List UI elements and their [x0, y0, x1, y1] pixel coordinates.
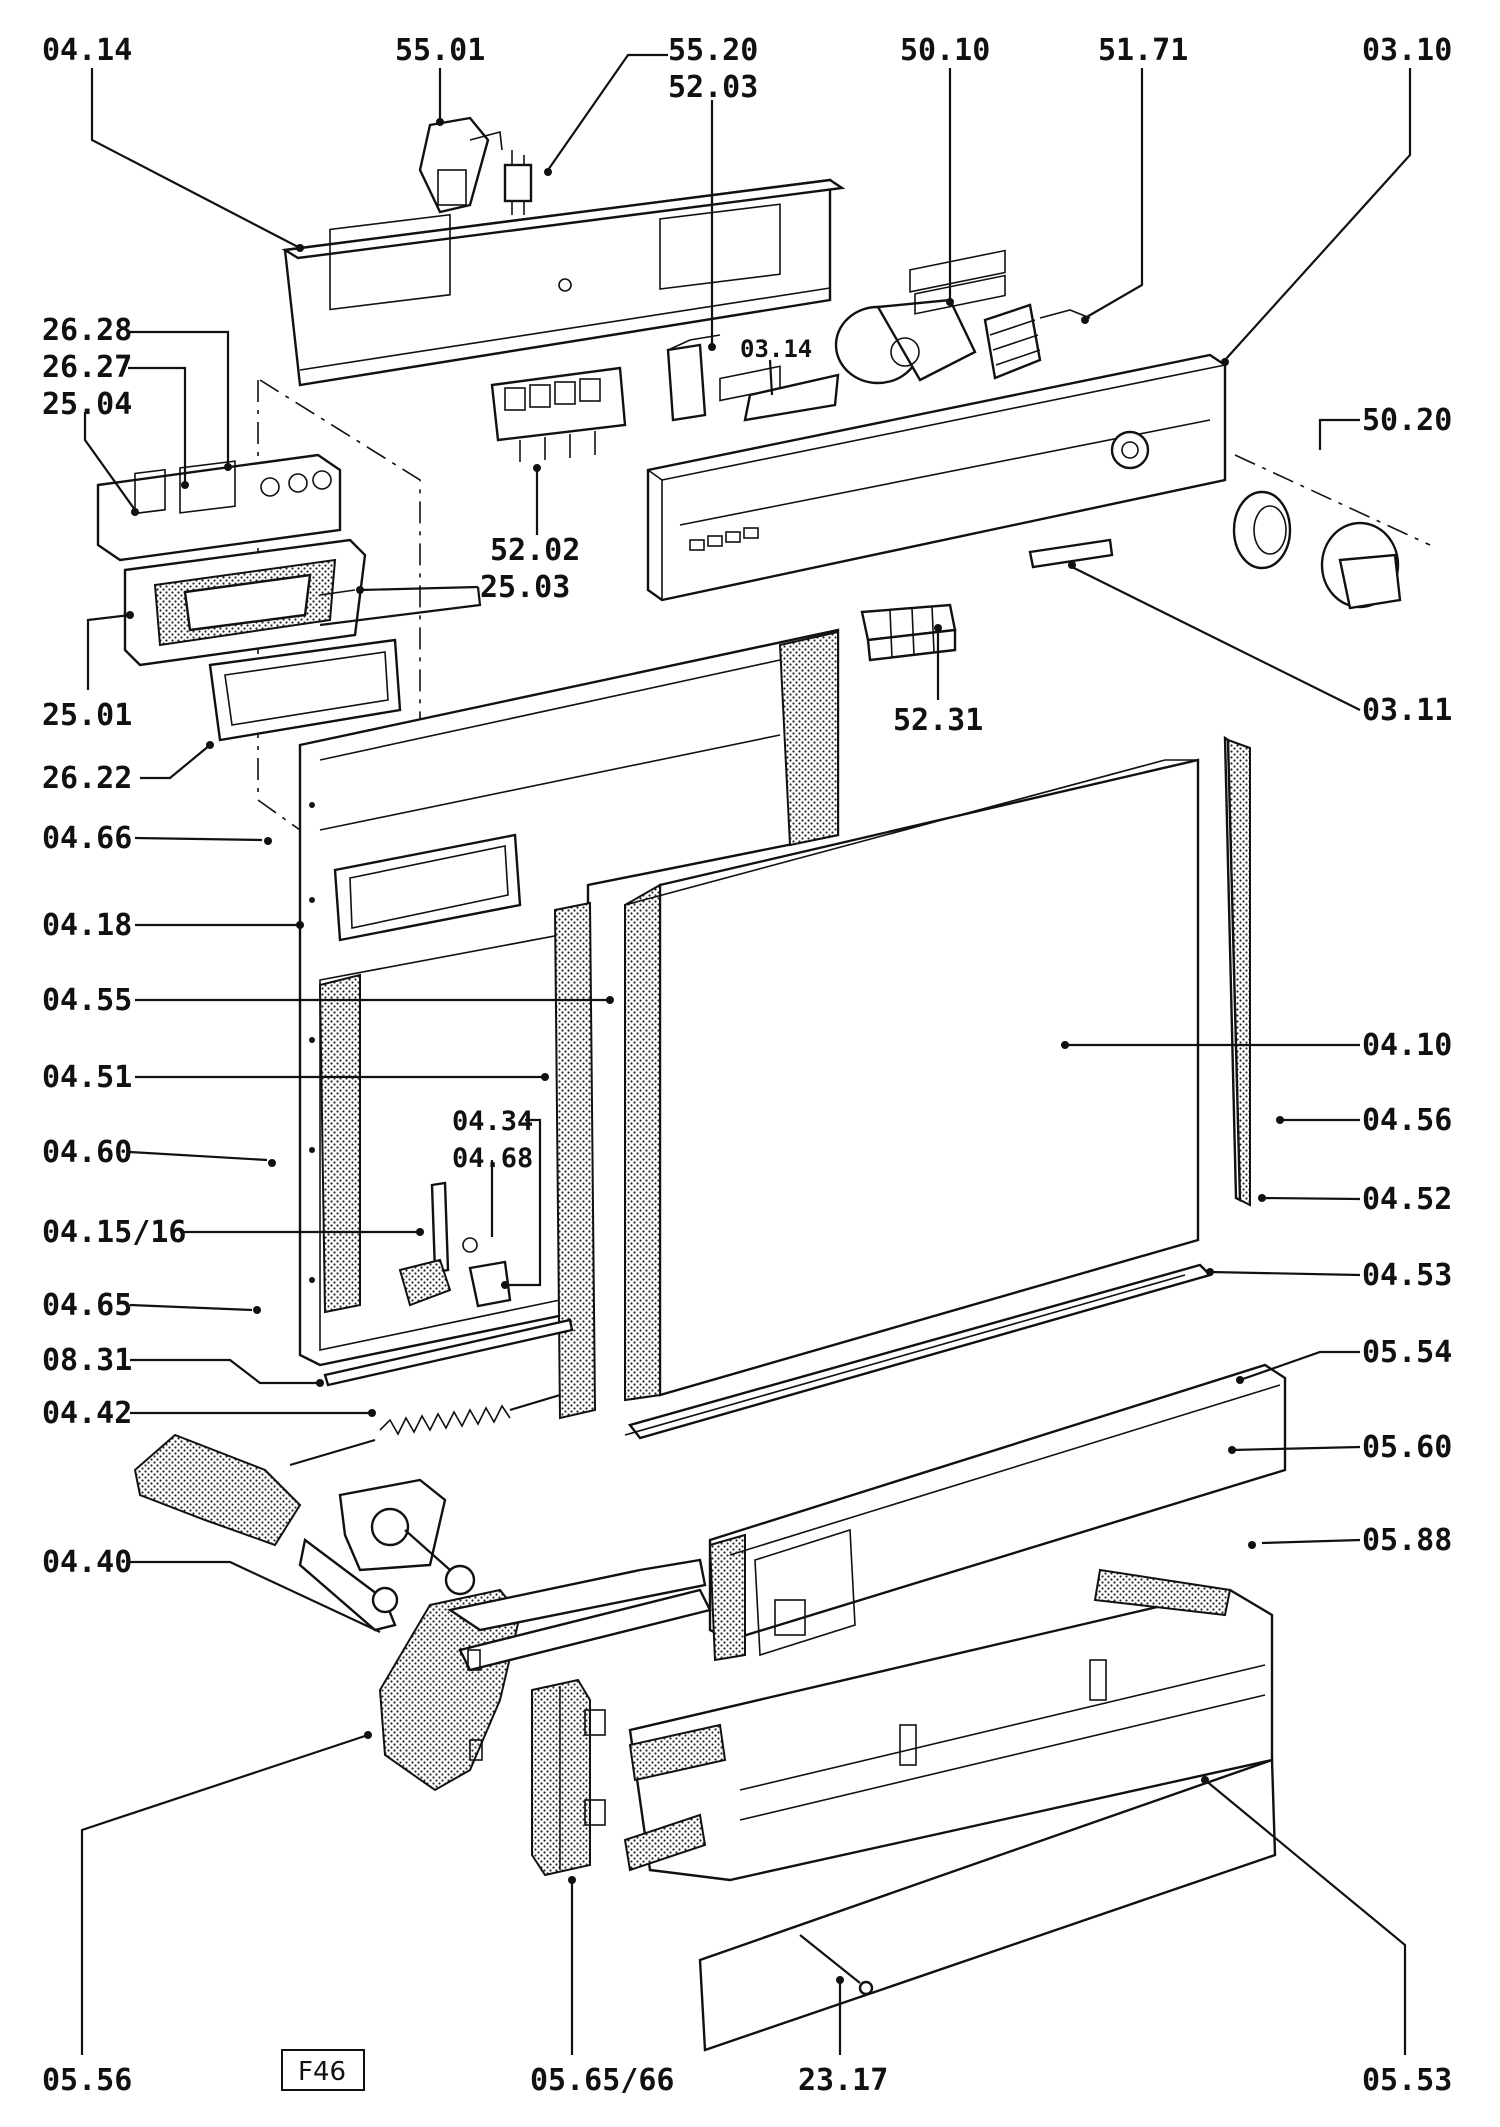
screw-04-66: [264, 837, 272, 845]
diagram-code-text: F46: [298, 2057, 346, 2087]
callout-25-04: 25.04: [42, 387, 132, 422]
callout-23-17: 23.17: [798, 2063, 888, 2098]
callout-04-60: 04.60: [42, 1135, 132, 1170]
callout-04-51: 04.51: [42, 1060, 132, 1095]
door-hinge-part: [398, 1181, 512, 1308]
side-seal-part: [553, 901, 597, 1420]
callout-05-54: 05.54: [1362, 1335, 1452, 1370]
diagram-code-label: F46: [281, 2049, 365, 2091]
push-button-set-part: [860, 603, 957, 662]
callout-26-27: 26.27: [42, 350, 132, 385]
callout-50-20: 50.20: [1362, 403, 1452, 438]
lens-part: [743, 373, 840, 422]
callout-04-55: 04.55: [42, 983, 132, 1018]
callout-04-42: 04.42: [42, 1396, 132, 1431]
switch-block-part: [490, 366, 627, 462]
callout-05-60: 05.60: [1362, 1430, 1452, 1465]
callout-52-03: 52.03: [668, 70, 758, 105]
indicator-strip-part: [1028, 538, 1114, 569]
control-fascia-part: [646, 249, 1227, 602]
callout-55-01: 55.01: [395, 33, 485, 68]
callout-50-10: 50.10: [900, 33, 990, 68]
callout-51-71: 51.71: [1098, 33, 1188, 68]
plinth-panel-part: [708, 1363, 1287, 1662]
leader-lines: [80, 53, 1412, 2055]
callout-04-52: 04.52: [1362, 1182, 1452, 1217]
timer-motor-part: [834, 298, 977, 385]
callout-52-02: 52.02: [490, 533, 580, 568]
callout-26-22: 26.22: [42, 761, 132, 796]
plinth-bracket-left-part: [378, 1558, 712, 1792]
callout-08-31: 08.31: [42, 1343, 132, 1378]
callout-04-56: 04.56: [1362, 1103, 1452, 1138]
screw-04-65: [253, 1306, 261, 1314]
plinth-clip-part: [531, 1678, 606, 1877]
callout-04-10: 04.10: [1362, 1028, 1452, 1063]
callout-04-68: 04.68: [452, 1143, 533, 1174]
callout-05-65-66: 05.65/66: [530, 2063, 675, 2098]
callout-04-40: 04.40: [42, 1545, 132, 1580]
dispenser-assembly-part: [96, 453, 367, 667]
callout-04-18: 04.18: [42, 908, 132, 943]
door-spring-part: [289, 1393, 561, 1467]
plinth-base-part: [623, 1568, 1277, 2052]
outer-door-panel-part: [624, 758, 1200, 1402]
callout-03-14: 03.14: [740, 335, 812, 363]
leader-dots: [126, 118, 1284, 1984]
screw-05-88: [1248, 1541, 1256, 1549]
screw-part: [799, 1934, 874, 1996]
bracket-part: [666, 334, 721, 422]
dispenser-gasket-part: [208, 638, 402, 742]
callout-04-15-16: 04.15/16: [42, 1215, 187, 1250]
callout-03-11: 03.11: [1362, 693, 1452, 728]
callout-04-53: 04.53: [1362, 1258, 1452, 1293]
control-knob-part: [1232, 454, 1431, 610]
alignment-line: [259, 379, 421, 801]
callout-26-28: 26.28: [42, 313, 132, 348]
lower-rail-part: [323, 1318, 574, 1387]
callout-04-65: 04.65: [42, 1288, 132, 1323]
callout-05-88: 05.88: [1362, 1523, 1452, 1558]
control-frame-part: [281, 178, 846, 387]
callout-04-14: 04.14: [42, 33, 132, 68]
callout-05-56: 05.56: [42, 2063, 132, 2098]
screw-04-60: [268, 1159, 276, 1167]
callout-05-53: 05.53: [1362, 2063, 1452, 2098]
callout-25-01: 25.01: [42, 698, 132, 733]
hinge-mechanism-part: [133, 1433, 476, 1632]
callout-25-03: 25.03: [480, 570, 570, 605]
callout-52-31: 52.31: [893, 703, 983, 738]
micro-switch-part: [503, 150, 533, 215]
callout-04-34: 04.34: [452, 1106, 533, 1137]
switch-bracket-part: [418, 116, 503, 214]
callout-04-66: 04.66: [42, 821, 132, 856]
callout-03-10: 03.10: [1362, 33, 1452, 68]
contact-set-part: [983, 303, 1091, 380]
callout-55-20: 55.20: [668, 33, 758, 68]
